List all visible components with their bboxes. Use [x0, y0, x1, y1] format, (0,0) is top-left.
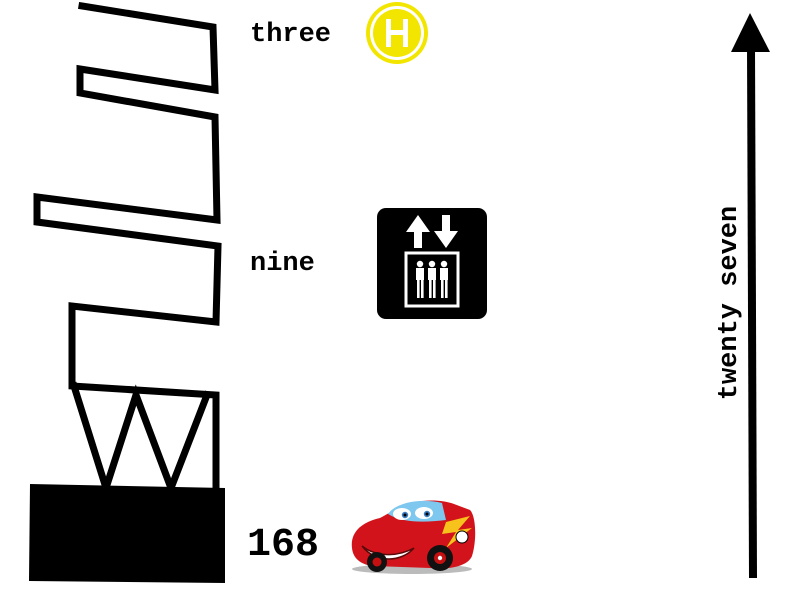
arrow-head — [731, 13, 770, 52]
tower-upper-zigzag — [33, 1, 222, 492]
label-twenty-seven: twenty seven — [715, 206, 745, 400]
label-168: 168 — [247, 523, 319, 568]
label-nine: nine — [250, 249, 315, 279]
height-arrow — [731, 13, 770, 579]
label-three: three — [250, 20, 331, 50]
tower-lower-bracing — [69, 381, 212, 500]
tower — [33, 1, 222, 500]
tower-base — [29, 484, 225, 583]
helipad-icon — [366, 2, 428, 64]
race-car-icon — [351, 500, 476, 574]
elevator-icon — [377, 208, 487, 319]
